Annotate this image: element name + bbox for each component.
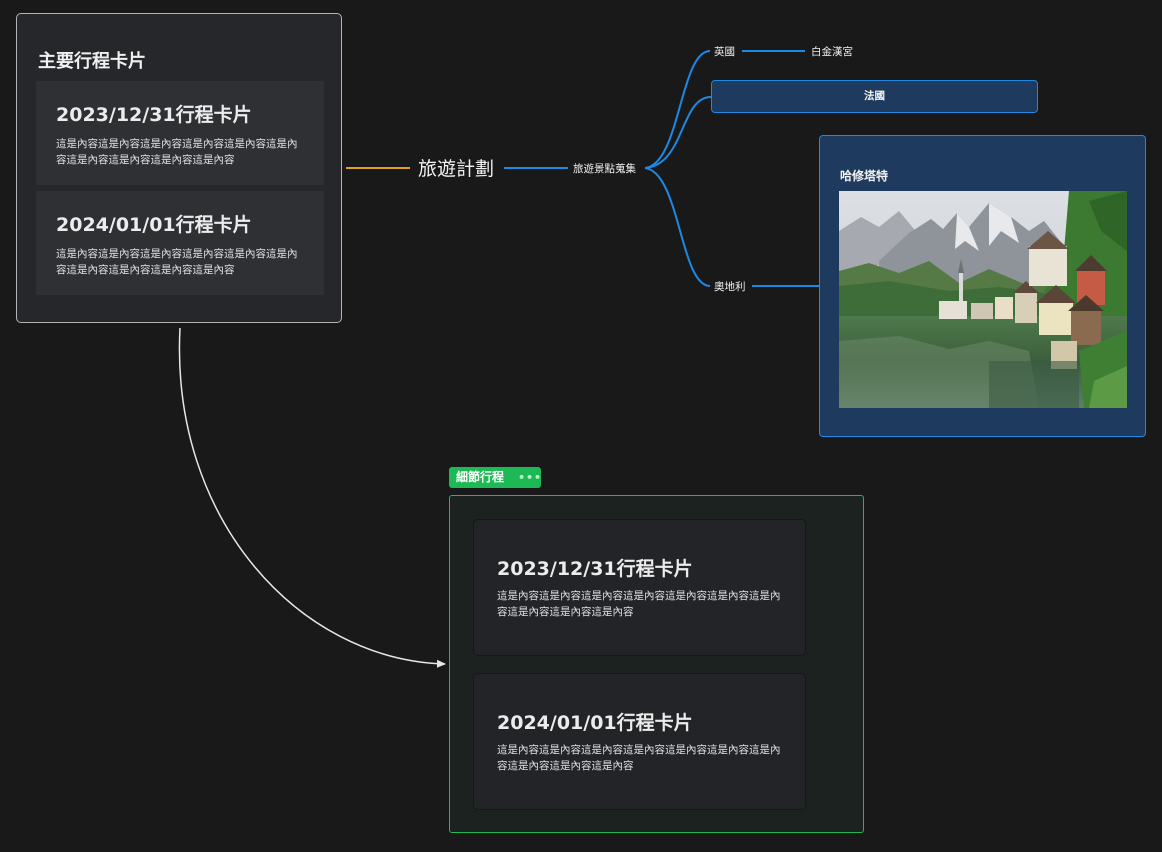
card-title: 2023/12/31行程卡片 xyxy=(56,104,252,126)
detail-itinerary-frame[interactable]: 2023/12/31行程卡片 這是內容這是內容這是內容這是內容這是內容這是內容這… xyxy=(449,495,864,833)
main-card-title: 主要行程卡片 xyxy=(38,51,146,72)
more-options-icon[interactable]: ••• xyxy=(518,471,543,484)
itinerary-card-20240101[interactable]: 2024/01/01行程卡片 這是內容這是內容這是內容這是內容這是內容這是內容這… xyxy=(36,191,324,295)
link-collection-to-uk xyxy=(644,50,711,169)
card-body: 這是內容這是內容這是內容這是內容這是內容這是內容這是內容這是內容這是內容這是內容 xyxy=(56,248,298,276)
link-collection-to-france xyxy=(644,96,712,169)
card-title: 2024/01/01行程卡片 xyxy=(56,214,252,236)
card-body: 這是內容這是內容這是內容這是內容這是內容這是內容這是內容這是內容這是內容這是內容 xyxy=(497,590,781,618)
card-title: 2023/12/31行程卡片 xyxy=(497,558,693,580)
topic-uk[interactable]: 英國 xyxy=(714,46,735,58)
central-topic[interactable]: 旅遊計劃 xyxy=(417,158,494,180)
mountain-lake-village-photo xyxy=(839,191,1127,408)
link-main-to-detail xyxy=(178,327,446,668)
topic-france[interactable]: 法國 xyxy=(711,80,1038,113)
topic-collection[interactable]: 旅遊景點蒐集 xyxy=(573,163,636,175)
card-body: 這是內容這是內容這是內容這是內容這是內容這是內容這是內容這是內容這是內容這是內容 xyxy=(497,744,781,772)
topic-buckingham-palace[interactable]: 白金漢宮 xyxy=(811,46,853,58)
detail-frame-tag[interactable]: 細節行程 ••• xyxy=(449,467,541,488)
hallstatt-title: 哈修塔特 xyxy=(840,169,889,183)
topic-austria[interactable]: 奧地利 xyxy=(714,281,746,293)
card-title: 2024/01/01行程卡片 xyxy=(497,712,693,734)
detail-card-20240101[interactable]: 2024/01/01行程卡片 這是內容這是內容這是內容這是內容這是內容這是內容這… xyxy=(473,673,806,810)
detail-card-20231231[interactable]: 2023/12/31行程卡片 這是內容這是內容這是內容這是內容這是內容這是內容這… xyxy=(473,519,806,656)
main-itinerary-card[interactable]: 主要行程卡片 2023/12/31行程卡片 這是內容這是內容這是內容這是內容這是… xyxy=(16,13,342,323)
link-collection-to-austria xyxy=(644,167,711,287)
topic-hallstatt-card[interactable]: 哈修塔特 xyxy=(819,135,1146,437)
itinerary-card-20231231[interactable]: 2023/12/31行程卡片 這是內容這是內容這是內容這是內容這是內容這是內容這… xyxy=(36,81,324,185)
detail-frame-tag-label: 細節行程 xyxy=(456,470,505,484)
card-body: 這是內容這是內容這是內容這是內容這是內容這是內容這是內容這是內容這是內容這是內容 xyxy=(56,138,298,166)
